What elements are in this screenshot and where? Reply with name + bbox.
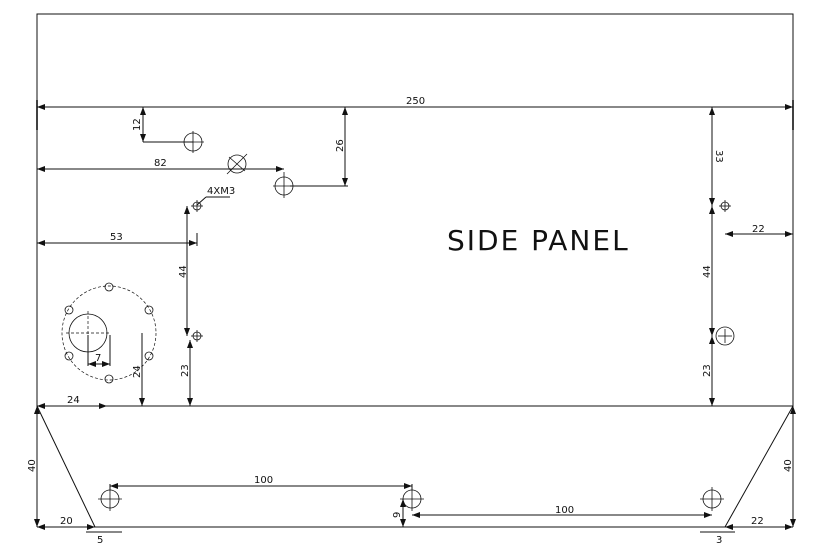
switch-hole-icon [226,153,248,175]
dim-bottom-spacing-1-label: 100 [254,475,273,486]
panel-outline [36,13,794,528]
dim-flange-v-label: 24 [132,365,143,378]
dim-top-hole-v-label: 12 [132,118,143,131]
mount-hole-callout: 4XM3 [207,186,235,197]
hole-icon [715,326,735,346]
connector-flange [61,282,157,384]
dim-hole-h-label: 82 [154,158,167,169]
dim-bottom-spacing-2-label: 100 [555,505,574,516]
dim-mount-v-spacing-label: 44 [178,265,189,278]
hole-icon [700,487,724,511]
mount-hole-icon [719,200,731,212]
mount-hole-icon [191,330,203,342]
dim-right-bottom-h-label: 22 [751,516,764,527]
dim-left-height-label: 40 [27,459,38,472]
dim-right-v-spacing-label: 44 [702,265,713,278]
dim-right-hole-v-label: 26 [335,139,346,152]
dim-right-bottom-offset-label: 3 [716,535,722,546]
dim-bottom-hole-v-label: 9 [392,512,403,518]
hole-icon [98,487,122,511]
dim-right-v-bottom-label: 23 [702,364,713,377]
hole-icon [182,131,204,153]
dim-flange-offset-label: 7 [95,353,101,364]
hole-icon [400,487,424,511]
mount-hole-icon [191,200,203,212]
dim-flange-h-label: 24 [67,395,80,406]
dim-overall-width-label: 250 [406,96,425,107]
panel-title: SIDE PANEL [447,224,630,257]
dim-mount-v-bottom-label: 23 [180,364,191,377]
dim-left-bottom-offset-label: 5 [97,535,103,546]
dim-right-h-label: 22 [752,224,765,235]
dim-right-top-v-label: 33 [713,150,724,163]
dim-mount-h-label: 53 [110,232,123,243]
hole-icon [273,172,295,198]
dim-right-height-label: 40 [783,459,794,472]
dim-left-bottom-h-label: 20 [60,516,73,527]
